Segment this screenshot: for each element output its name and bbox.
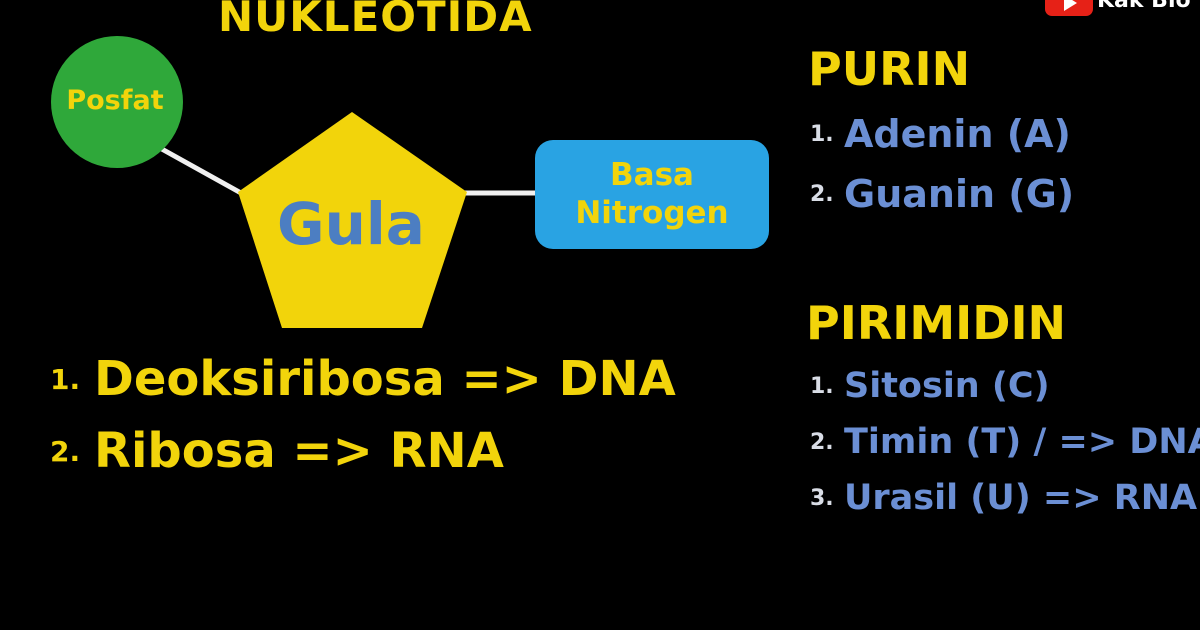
base-name: Adenin (A): [844, 112, 1071, 156]
base-label-line1: Basa: [610, 157, 694, 194]
purin-item: 1. Adenin (A): [810, 104, 1074, 164]
diagram-title: NUKLEOTIDA: [218, 0, 533, 41]
purin-item: 2. Guanin (G): [810, 164, 1074, 224]
sugar-type-text: Ribosa => RNA: [94, 423, 504, 479]
pirimidin-item: 2. Timin (T) / => DNA: [810, 414, 1200, 470]
list-number: 1.: [50, 362, 81, 396]
pirimidin-item: 3. Urasil (U) => RNA: [810, 470, 1200, 526]
base-name: Guanin (G): [844, 172, 1075, 216]
purin-list: 1. Adenin (A) 2. Guanin (G): [810, 104, 1074, 224]
sugar-type-item: 1. Deoksiribosa => DNA: [50, 343, 676, 415]
youtube-icon: [1045, 0, 1093, 16]
list-number: 1.: [810, 373, 834, 399]
pirimidin-item: 1. Sitosin (C): [810, 358, 1200, 414]
phosphate-circle: [51, 36, 183, 168]
channel-name: Kak Bio: [1097, 0, 1191, 13]
sugar-pentagon: [238, 112, 467, 328]
base-name: Sitosin (C): [844, 366, 1050, 406]
list-number: 2.: [810, 181, 834, 207]
phosphate-sugar-bond: [158, 145, 252, 201]
list-number: 2.: [50, 434, 81, 468]
nucleotide-diagram: [51, 36, 540, 328]
list-number: 3.: [810, 485, 834, 511]
base-name: Urasil (U) => RNA: [844, 478, 1198, 518]
sugar-label: Gula: [277, 190, 425, 258]
phosphate-label: Posfat: [66, 85, 164, 116]
base-name: Timin (T) / => DNA: [844, 422, 1200, 462]
purin-heading: PURIN: [808, 42, 971, 96]
sugar-type-item: 2. Ribosa => RNA: [50, 415, 676, 487]
sugar-type-list: 1. Deoksiribosa => DNA 2. Ribosa => RNA: [50, 343, 676, 487]
pirimidin-list: 1. Sitosin (C) 2. Timin (T) / => DNA 3. …: [810, 358, 1200, 526]
pirimidin-heading: PIRIMIDIN: [806, 296, 1067, 350]
base-label-line2: Nitrogen: [575, 194, 729, 231]
sugar-type-text: Deoksiribosa => DNA: [94, 351, 676, 407]
list-number: 1.: [810, 121, 834, 147]
list-number: 2.: [810, 429, 834, 455]
nitrogen-base-box: Basa Nitrogen: [535, 140, 769, 249]
